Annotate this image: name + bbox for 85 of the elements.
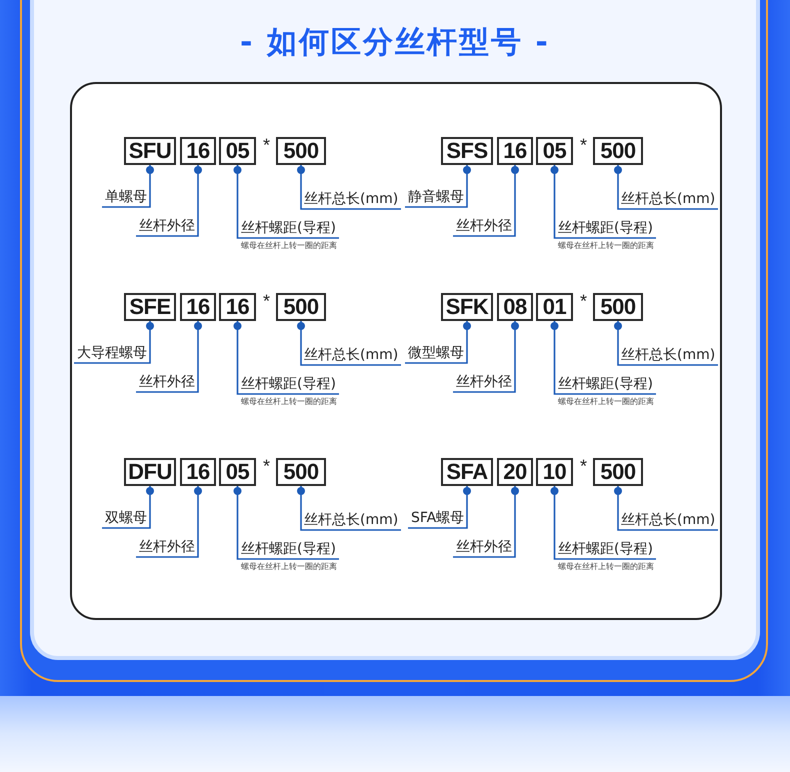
type-code-box: SFS (441, 137, 493, 165)
diameter-code-box: 20 (497, 458, 533, 486)
diameter-code-box: 08 (497, 293, 533, 321)
type-code-box: DFU (124, 458, 176, 486)
lead-code-box: 16 (219, 293, 256, 321)
diameter-code-box: 16 (180, 137, 216, 165)
leader-line (297, 486, 401, 531)
lead-code-box: 05 (219, 458, 256, 486)
note-text: 螺母在丝杆上转一圈的距离 (241, 562, 337, 572)
leader-line (102, 486, 154, 529)
leader-line (297, 165, 401, 210)
length-code-box: 500 (593, 293, 643, 321)
asterisk: * (580, 292, 588, 310)
leader-line (102, 165, 154, 208)
leader-label: 双螺母 (102, 510, 150, 528)
leader-line (453, 321, 519, 393)
leader-label: 丝杆外径 (453, 374, 515, 392)
leader-line (405, 321, 471, 364)
leader-line (550, 165, 656, 239)
length-code-box: 500 (276, 458, 326, 486)
diameter-code-box: 16 (497, 137, 533, 165)
leader-line (136, 486, 202, 558)
note-text: 螺母在丝杆上转一圈的距离 (558, 397, 654, 407)
leader-line (614, 486, 718, 531)
diameter-code-box: 16 (180, 293, 216, 321)
leader-line (234, 321, 339, 395)
leader-line (297, 321, 401, 366)
leader-label: 单螺母 (102, 189, 150, 207)
note-text: 螺母在丝杆上转一圈的距离 (558, 562, 654, 572)
leader-label: 丝杆外径 (136, 218, 198, 236)
leader-label: 丝杆螺距(导程) (555, 220, 656, 238)
leader-line (614, 321, 718, 366)
leader-line (614, 165, 718, 210)
asterisk: * (263, 457, 270, 475)
leader-label: 微型螺母 (405, 345, 467, 363)
asterisk: * (580, 457, 588, 475)
leader-line (136, 165, 202, 237)
leader-line (408, 486, 471, 529)
lead-code-box: 05 (219, 137, 256, 165)
lead-code-box: 01 (536, 293, 573, 321)
title: - 如何区分丝杆型号 - (240, 24, 550, 62)
leader-label: 丝杆螺距(导程) (238, 220, 339, 238)
length-code-box: 500 (593, 137, 643, 165)
diameter-code-box: 16 (180, 458, 216, 486)
note-text: 螺母在丝杆上转一圈的距离 (241, 241, 337, 251)
type-code-box: SFA (441, 458, 493, 486)
asterisk: * (263, 292, 270, 310)
length-code-box: 500 (593, 458, 643, 486)
note-text: 螺母在丝杆上转一圈的距离 (558, 241, 654, 251)
leader-label: 丝杆外径 (136, 539, 198, 557)
lead-code-box: 05 (536, 137, 573, 165)
leader-label: 丝杆螺距(导程) (238, 541, 339, 559)
asterisk: * (263, 136, 270, 154)
leader-line (453, 165, 519, 237)
leader-label: 丝杆总长(mm) (618, 191, 718, 209)
leader-label: SFA螺母 (408, 510, 468, 528)
lead-code-box: 10 (536, 458, 573, 486)
leader-line (550, 321, 656, 395)
leader-label: 丝杆总长(mm) (301, 191, 402, 209)
leader-line (405, 165, 471, 208)
leader-line (234, 486, 339, 560)
leader-line (136, 321, 202, 393)
leader-line (234, 165, 339, 239)
leader-line (453, 486, 519, 558)
length-code-box: 500 (276, 137, 326, 165)
leader-label: 大导程螺母 (74, 345, 150, 363)
leader-line (74, 321, 154, 364)
length-code-box: 500 (276, 293, 326, 321)
type-code-box: SFU (124, 137, 176, 165)
leader-label: 丝杆螺距(导程) (555, 376, 656, 394)
note-text: 螺母在丝杆上转一圈的距离 (241, 397, 337, 407)
type-code-box: SFK (441, 293, 493, 321)
leader-label: 静音螺母 (405, 189, 467, 207)
leader-label: 丝杆外径 (453, 218, 515, 236)
leader-line (550, 486, 656, 560)
type-code-box: SFE (124, 293, 176, 321)
leader-label: 丝杆总长(mm) (301, 347, 402, 365)
leader-label: 丝杆总长(mm) (618, 347, 718, 365)
leader-label: 丝杆螺距(导程) (238, 376, 339, 394)
leader-label: 丝杆总长(mm) (618, 512, 718, 530)
leader-label: 丝杆外径 (453, 539, 515, 557)
leader-label: 丝杆外径 (136, 374, 198, 392)
leader-label: 丝杆总长(mm) (301, 512, 402, 530)
leader-label: 丝杆螺距(导程) (555, 541, 656, 559)
asterisk: * (580, 136, 588, 154)
